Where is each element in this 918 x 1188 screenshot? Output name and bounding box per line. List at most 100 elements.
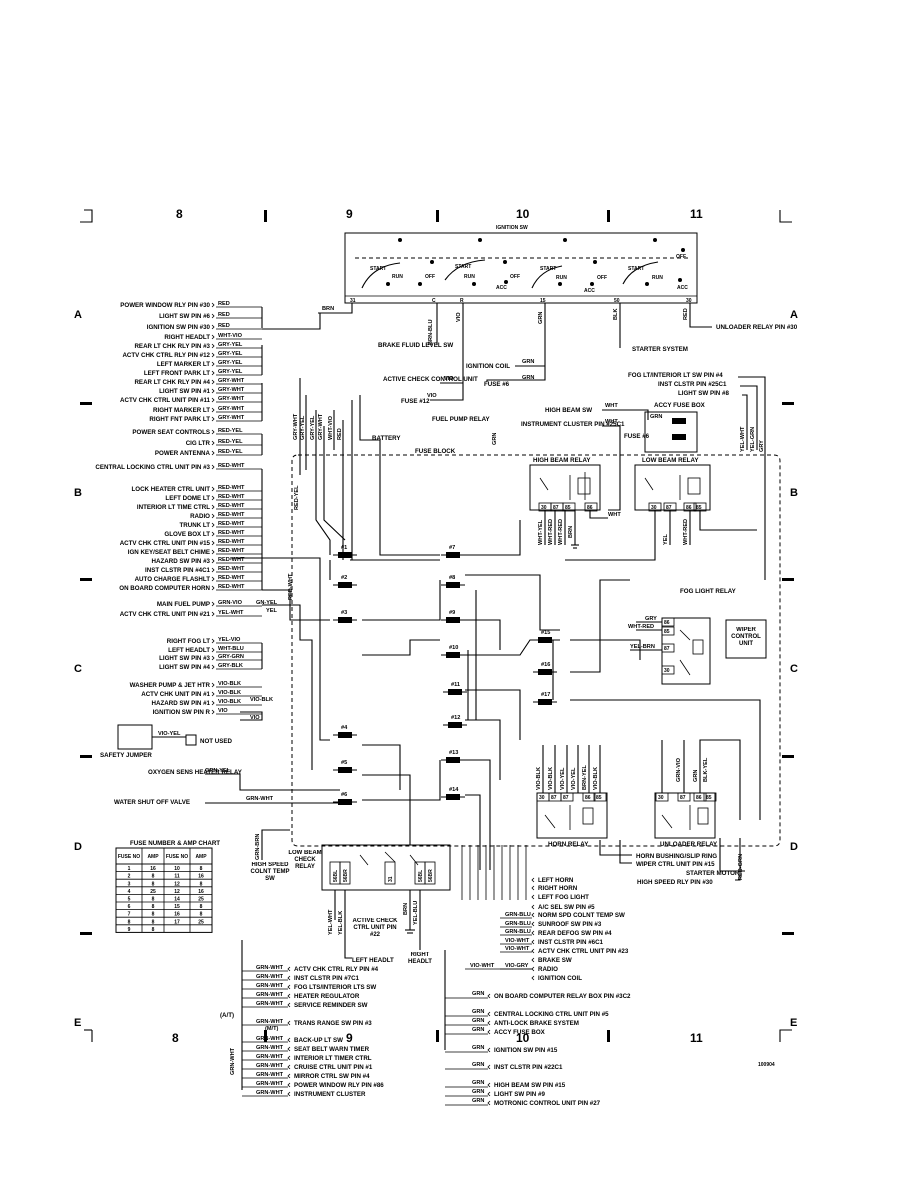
lbc-relay-title: LOW BEAM CHECK RELAY [288, 850, 322, 870]
lbc-pin-box [339, 861, 351, 885]
left-label-13: POWER SEAT CONTROLS [132, 429, 210, 436]
left-label-0: POWER WINDOW RLY PIN #30 [120, 302, 210, 309]
bottom-connector [531, 948, 535, 954]
connector-mark [211, 416, 215, 422]
fuse-chart-cell-8-0: 9 [128, 927, 131, 933]
connector-mark [211, 379, 215, 385]
lower-right-label-5: INST CLSTR PIN #22C1 [494, 1064, 563, 1071]
left-label-32: LEFT HEADLT [168, 647, 210, 654]
connector-mark [211, 522, 215, 528]
fuse-body-4 [338, 767, 352, 773]
vio-blk-extra: VIO-BLK [250, 697, 273, 703]
connector-mark [211, 567, 215, 573]
bottom-connector [531, 939, 535, 945]
fuse-block: FUSE BLOCK [291, 448, 781, 847]
connector-mark [211, 647, 215, 653]
relay-pin-hb-pins-0: 30 [541, 505, 547, 511]
wire-wht-hb: WHT [605, 403, 618, 409]
accy-fuse-box-label: ACCY FUSE BOX [654, 402, 706, 409]
fuse-label-13: #14 [449, 787, 459, 793]
fuse-chart-header-3: AMP [195, 854, 207, 860]
lower-left-connector [287, 1064, 291, 1070]
lower-right-wire-2: GRN [472, 1018, 484, 1024]
left-label-36: ACTV CHK UNIT PIN #1 [141, 691, 210, 698]
lower-left-connector [287, 966, 291, 972]
right-headlt-label: RIGHT HEADLT [408, 952, 432, 965]
fuse-label-11: #12 [451, 715, 460, 721]
lower-left-wire-4: GRN-WHT [256, 1001, 284, 1007]
hb-wire-3: BRN [568, 526, 574, 538]
wiper-control-unit: WIPER CONTROL UNIT [725, 619, 767, 659]
fuse-chart-cell-5-1: 8 [152, 904, 155, 910]
left-label-31: RIGHT FOG LT [167, 638, 210, 645]
horn-wire-1: VIO-BLK [548, 767, 554, 790]
fuse-chart-cell-1-1: 8 [152, 874, 155, 880]
left-label-6: LEFT MARKER LT [157, 361, 210, 368]
left-wire-12: GRY-WHT [218, 415, 245, 421]
bottom-wire-3: VIO-WHT [505, 938, 530, 944]
fuse-label-12: #13 [449, 750, 458, 756]
right-labels: HORN BUSHING/SLIP RING WIPER CTRL UNIT P… [599, 838, 745, 886]
fuse-body-2 [338, 617, 352, 623]
yel-wire: YEL [266, 608, 277, 614]
bottom-wire-5: VIO-WHT [470, 963, 495, 969]
relay-pin-lb-pins-3: 85 [696, 505, 702, 511]
lower-left-connector [287, 1046, 291, 1052]
fuse-chart-cell-3-1: 25 [150, 889, 156, 895]
relay-pin-horn-pins-4: 85 [596, 795, 602, 801]
light-sw8-label: LIGHT SW PIN #8 [678, 390, 729, 397]
row-e-right: E [790, 1017, 797, 1029]
fuse12-label: FUSE #12 [401, 398, 430, 405]
fuse-label-8: #9 [449, 610, 455, 616]
connector-mark [211, 324, 215, 330]
connector-mark [211, 513, 215, 519]
hb-wire-4: WHT [608, 512, 621, 518]
lb-wire-1: WHT-RED [683, 519, 689, 545]
ign-term-c: C [432, 298, 436, 304]
fog-wire-0: GRY [645, 616, 657, 622]
bottom-label-1: RIGHT HORN [538, 885, 578, 892]
row-d-right: D [790, 841, 798, 853]
hb-wire-2: WHT-RED [558, 519, 564, 545]
lower-left-connector [287, 993, 291, 999]
lower-right-wire-8: GRN [472, 1098, 484, 1104]
lower-left-wire-11: GRN-WHT [256, 1081, 284, 1087]
red-grn-wire: RED-GRN [738, 854, 744, 880]
ignition-coil-label: IGNITION COIL [466, 363, 510, 370]
fuse-chart-cell-0-3: 8 [200, 866, 203, 872]
left-wire-23: RED-WHT [218, 539, 245, 545]
left-label-20: RADIO [190, 513, 210, 520]
lbc-pin-1: 56BR [343, 869, 349, 882]
left-label-4: REAR LT CHK RLY PIN #3 [134, 343, 210, 350]
ignition-switch-title: IGNITION SW [496, 225, 528, 231]
relay-pin-horn-pins-3: 86 [585, 795, 591, 801]
fuse-chart-cell-3-2: 12 [174, 889, 180, 895]
fuse-body-8 [446, 617, 460, 623]
relay-pin-unl-pins-1: 87 [680, 795, 686, 801]
safety-jumper: VIO-YEL NOT USED SAFETY JUMPER [100, 724, 233, 759]
horn-bushing-label: HORN BUSHING/SLIP RING [636, 853, 717, 860]
relay-pin-horn-pins-0: 30 [539, 795, 545, 801]
row-d-left: D [74, 841, 82, 853]
left-wire-25: RED-WHT [218, 557, 245, 563]
fuse-label-0: #1 [341, 545, 347, 551]
fuse-body-7 [446, 582, 460, 588]
left-label-33: LIGHT SW PIN #3 [159, 655, 210, 662]
left-wire-21: RED-WHT [218, 521, 245, 527]
connector-mark [211, 352, 215, 358]
fb-wire-6: RED-YEL [294, 485, 300, 510]
lower-right-label-4: IGNITION SW PIN #15 [494, 1047, 558, 1054]
connector-mark [211, 429, 215, 435]
left-label-3: RIGHT HEADLT [164, 334, 210, 341]
ign-term-15: 15 [540, 298, 546, 304]
fb-wire-2: GRY-YEL [310, 415, 316, 440]
left-wire-18: RED-WHT [218, 494, 245, 500]
row-c-left: C [74, 663, 82, 675]
left-headlt-label: LEFT HEADLT [352, 957, 394, 964]
wiper-unit-title: WIPER CONTROL UNIT [731, 627, 761, 647]
fuse-chart-cell-2-3: 8 [200, 881, 203, 887]
row-e-left: E [74, 1017, 81, 1029]
fuse-label-9: #10 [449, 645, 458, 651]
footer-code: 100904 [758, 1062, 775, 1068]
